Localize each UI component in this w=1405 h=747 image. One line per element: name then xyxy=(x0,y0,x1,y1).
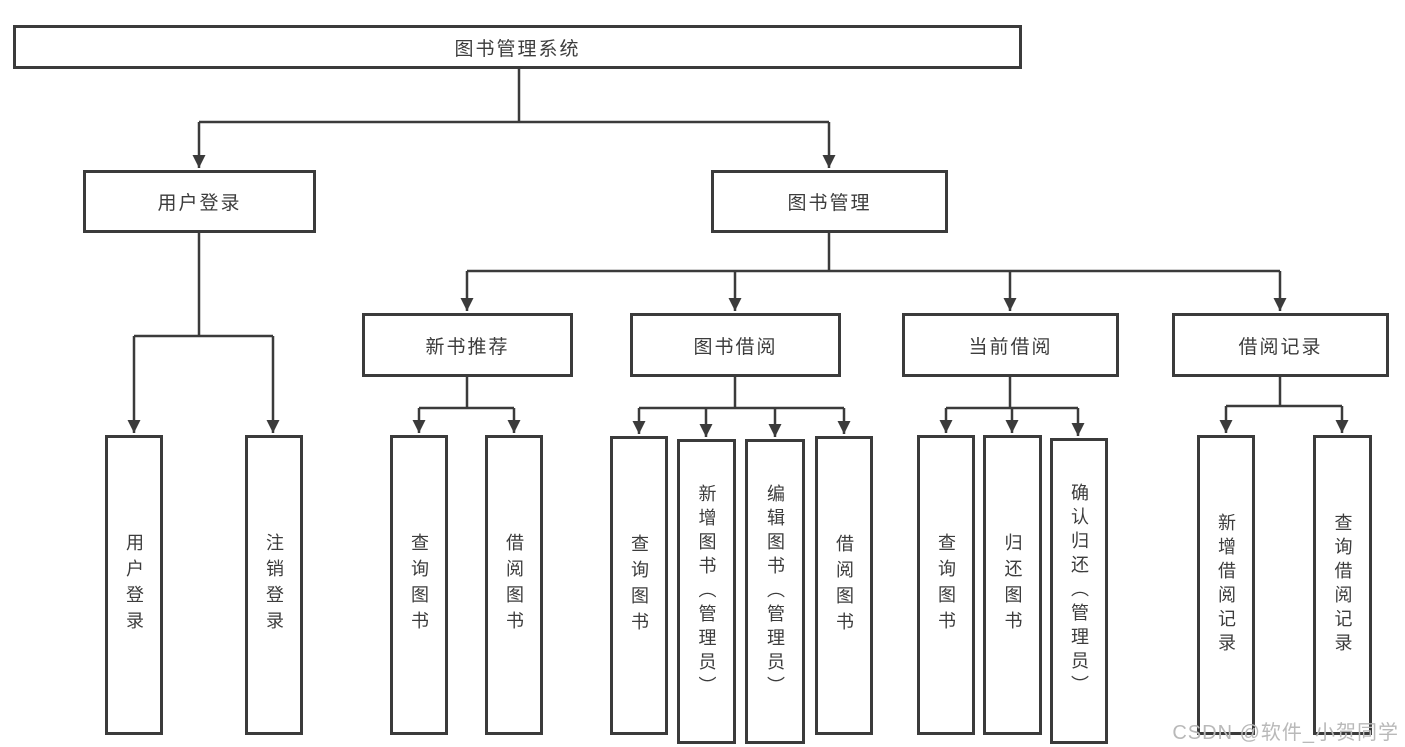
leaf-user-login-label: 用户登录 xyxy=(124,533,144,637)
node-current-borrow: 当前借阅 xyxy=(902,313,1119,377)
node-new-book-recommend: 新书推荐 xyxy=(362,313,573,377)
node-book-borrow-label: 图书借阅 xyxy=(693,336,778,358)
leaf-borrow-borrow-books-label: 借阅图书 xyxy=(834,533,854,638)
leaf-records-add-record-label: 新增借阅记录 xyxy=(1216,513,1236,657)
node-current-borrow-label: 当前借阅 xyxy=(968,336,1053,358)
leaf-user-login: 用户登录 xyxy=(105,435,163,735)
node-borrow-records: 借阅记录 xyxy=(1172,313,1389,377)
node-user-login-group-label: 用户登录 xyxy=(157,193,242,214)
leaf-records-query-record-label: 查询借阅记录 xyxy=(1332,513,1353,657)
leaf-current-return-books-label: 归还图书 xyxy=(1002,533,1023,637)
leaf-recommend-query-books-label: 查询图书 xyxy=(409,533,429,637)
leaf-current-query-books: 查询图书 xyxy=(917,435,975,735)
leaf-current-confirm-return-admin: 确认归还（管理员） xyxy=(1050,438,1108,744)
leaf-borrow-query-books-label: 查询图书 xyxy=(629,533,649,638)
leaf-borrow-add-books-admin: 新增图书（管理员） xyxy=(677,439,736,744)
leaf-recommend-borrow-books: 借阅图书 xyxy=(485,435,543,735)
leaf-borrow-borrow-books: 借阅图书 xyxy=(815,436,873,735)
leaf-borrow-edit-books-admin: 编辑图书（管理员） xyxy=(745,439,805,744)
node-book-borrow: 图书借阅 xyxy=(630,313,841,377)
leaf-recommend-query-books: 查询图书 xyxy=(390,435,448,735)
leaf-records-query-record: 查询借阅记录 xyxy=(1313,435,1372,735)
node-user-login-group: 用户登录 xyxy=(83,170,316,233)
leaf-borrow-add-books-admin-label: 新增图书（管理员） xyxy=(696,483,717,700)
node-book-management-group-label: 图书管理 xyxy=(787,193,872,214)
node-book-management-group: 图书管理 xyxy=(711,170,948,233)
leaf-borrow-edit-books-admin-label: 编辑图书（管理员） xyxy=(765,483,785,700)
node-root: 图书管理系统 xyxy=(13,25,1022,69)
leaf-records-add-record: 新增借阅记录 xyxy=(1197,435,1255,735)
csdn-watermark: CSDN @软件_小贺同学 xyxy=(1172,722,1399,744)
leaf-logout: 注销登录 xyxy=(245,435,303,735)
node-borrow-records-label: 借阅记录 xyxy=(1238,336,1323,358)
leaf-current-confirm-return-admin-label: 确认归还（管理员） xyxy=(1069,483,1089,699)
leaf-current-return-books: 归还图书 xyxy=(983,435,1042,735)
leaf-logout-label: 注销登录 xyxy=(264,533,284,637)
leaf-borrow-query-books: 查询图书 xyxy=(610,436,668,735)
leaf-recommend-borrow-books-label: 借阅图书 xyxy=(504,533,524,637)
node-root-label: 图书管理系统 xyxy=(454,38,581,60)
node-new-book-recommend-label: 新书推荐 xyxy=(425,336,510,358)
leaf-current-query-books-label: 查询图书 xyxy=(936,533,956,637)
